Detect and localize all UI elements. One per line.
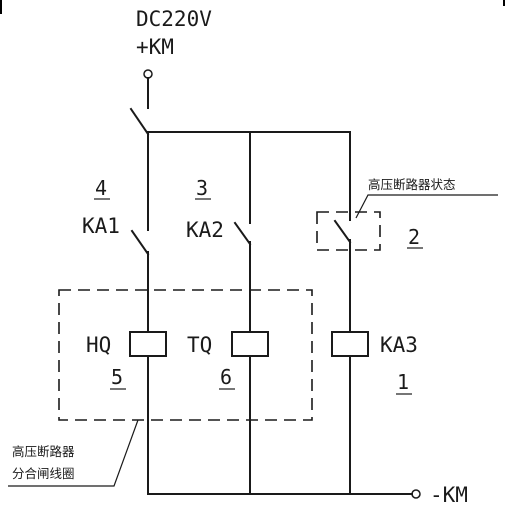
- positive-bus-label: +KM: [136, 35, 174, 59]
- negative-bus-label: -KM: [430, 483, 468, 507]
- ka2-label: KA2: [186, 218, 224, 242]
- branch-ka2-tq: [233, 131, 252, 495]
- ka3-label: KA3: [380, 333, 418, 357]
- breaker-status-leader: [355, 194, 498, 219]
- hq-label: HQ: [86, 333, 111, 357]
- main-switch: [129, 77, 150, 136]
- ka2-number: 3: [196, 176, 208, 200]
- branch-ka1-hq: [130, 131, 150, 495]
- positive-terminal: [143, 69, 153, 79]
- breaker-status-boundary: [316, 211, 381, 251]
- hq-number: 5: [111, 365, 123, 389]
- ka1-label: KA1: [82, 214, 120, 238]
- ka3-coil: [331, 331, 369, 357]
- ka3-number: 1: [397, 370, 409, 394]
- negative-terminal: [411, 489, 421, 499]
- hq-coil: [129, 331, 167, 357]
- tq-number: 6: [220, 365, 232, 389]
- tq-coil: [231, 331, 269, 357]
- breaker-status-label: 高压断路器状态: [368, 177, 456, 192]
- supply-voltage-label: DC220V: [136, 7, 212, 31]
- coil-group-leader: [8, 419, 139, 487]
- tq-label: TQ: [187, 333, 212, 357]
- branch-status-ka3: [333, 131, 352, 495]
- coil-group-label-line2: 分合闸线圈: [12, 466, 75, 481]
- ka1-number: 4: [95, 176, 107, 200]
- coil-group-label-line1: 高压断路器: [12, 444, 75, 459]
- breaker-status-number: 2: [408, 225, 420, 249]
